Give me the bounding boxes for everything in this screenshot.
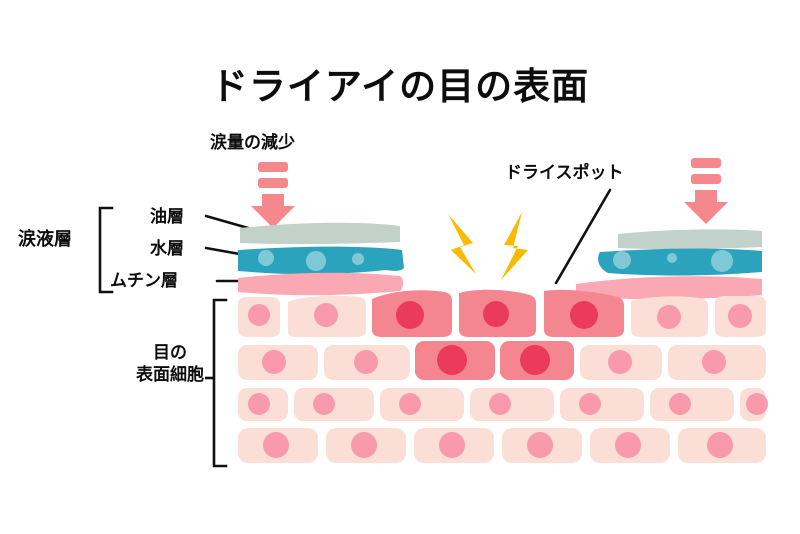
cell-normal (470, 388, 554, 421)
cell-nucleus (707, 432, 733, 458)
oil-layer-right (618, 229, 762, 250)
label-surface-cells-line1: 目の (153, 343, 187, 363)
cell-nucleus (314, 303, 338, 327)
cell-nucleus (527, 432, 553, 458)
oil-layer-left (240, 222, 400, 245)
cell-nucleus (579, 393, 601, 415)
cell-nucleus (669, 393, 691, 415)
cell-normal (650, 388, 734, 421)
bracket-surface-cells (205, 298, 228, 468)
cell-nucleus (608, 350, 632, 374)
cell-row-2 (238, 341, 766, 380)
cell-nucleus (248, 304, 270, 326)
cell-nucleus (702, 350, 726, 374)
cell-row-4 (238, 428, 766, 463)
cell-nucleus (439, 432, 465, 458)
cell-normal (380, 388, 464, 421)
cell-nucleus (351, 432, 377, 458)
cell-nucleus (489, 393, 511, 415)
page-title: ドライアイの目の表面 (210, 65, 590, 108)
label-surface-cells-line2: 表面細胞 (136, 365, 204, 386)
label-tear-reduction: 涙量の減少 (210, 133, 295, 153)
cell-nucleus (615, 432, 641, 458)
tear-film-left (238, 222, 404, 296)
cell-nucleus-damaged (396, 301, 424, 329)
cell-nucleus (746, 393, 768, 415)
bracket-tear-film (98, 206, 114, 294)
cell-nucleus-damaged (520, 345, 550, 375)
label-aqueous-layer: 水層 (150, 239, 184, 259)
cell-nucleus (313, 393, 335, 415)
label-mucin-layer: ムチン層 (110, 271, 178, 291)
mucin-layer-right (576, 276, 762, 300)
label-oil-layer: 油層 (150, 207, 184, 227)
cell-nucleus (354, 350, 378, 374)
leader-line-dryspot-icon (554, 188, 612, 285)
cell-nucleus (657, 305, 681, 329)
cell-nucleus-damaged (437, 345, 467, 375)
mucin-layer-left (238, 272, 403, 296)
cell-nucleus (248, 393, 270, 415)
lightning-bolt-icon-right (501, 212, 528, 280)
cell-row-3 (238, 388, 768, 421)
lightning-bolt-icon-left (448, 214, 476, 274)
label-surface-cells: 目の 表面細胞 (105, 342, 235, 387)
cell-nucleus (263, 432, 289, 458)
tear-film-right (576, 229, 762, 300)
cell-row-1 (238, 289, 766, 337)
cell-nucleus-damaged (570, 301, 598, 329)
cell-nucleus (399, 393, 421, 415)
down-arrow-icon-right (684, 158, 728, 224)
label-dry-spot: ドライスポット (505, 163, 624, 183)
cell-normal (560, 388, 644, 421)
cell-nucleus (262, 350, 286, 374)
down-arrow-icon-left (251, 162, 295, 228)
cell-nucleus-damaged (483, 301, 509, 327)
cell-nucleus (728, 304, 752, 328)
label-tear-film: 涙液層 (18, 229, 72, 250)
